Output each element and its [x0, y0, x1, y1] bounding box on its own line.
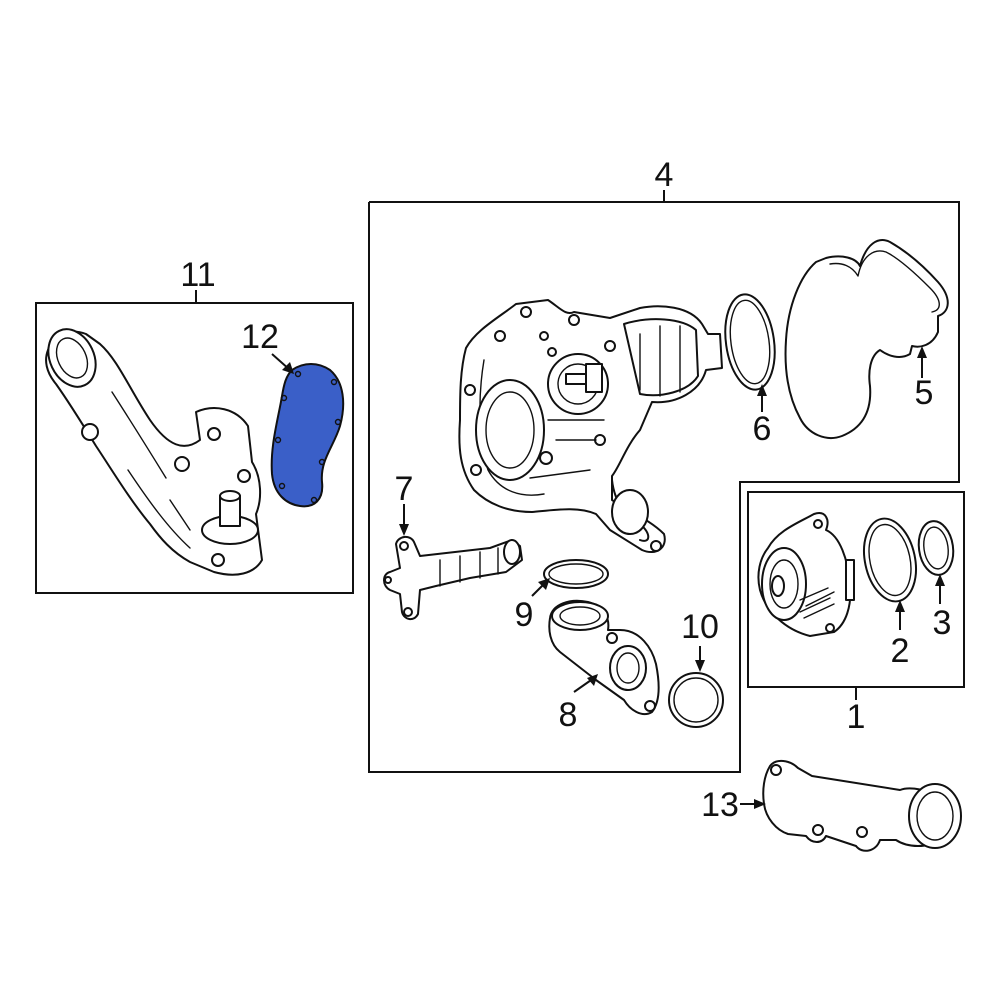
ring-part-3-inner: [923, 526, 949, 570]
pump-housing-part-11[interactable]: [39, 322, 263, 576]
callout-4: 4: [655, 156, 674, 194]
callout-12: 12: [241, 318, 279, 356]
callout-9: 9: [515, 596, 534, 634]
callout-6: 6: [753, 410, 772, 448]
callout-2: 2: [891, 632, 910, 670]
group-frame-11: [35, 302, 354, 594]
group-frame-4: [368, 201, 960, 773]
outlet-housing-part-8[interactable]: [548, 599, 660, 716]
gasket-part-5-inner: [829, 250, 940, 313]
callout-3: 3: [933, 604, 952, 642]
coolant-pipe-part-13[interactable]: [762, 760, 962, 852]
callout-labels: 1 2 3 4 5 6 7 8 9 10 11 12 13: [180, 156, 951, 824]
callout-11: 11: [180, 256, 215, 294]
o-ring-part-9[interactable]: [543, 559, 609, 589]
o-ring-part-9-inner: [548, 563, 604, 585]
o-ring-part-6[interactable]: [720, 291, 781, 393]
water-pump-part-1[interactable]: [757, 512, 855, 637]
callout-1: 1: [847, 698, 866, 736]
o-ring-part-6-inner: [729, 299, 771, 385]
ring-part-2[interactable]: [857, 514, 923, 607]
sensor-part-7[interactable]: [383, 536, 523, 620]
gasket-part-12[interactable]: [270, 363, 345, 508]
seal-ring-part-10-inner: [673, 677, 719, 723]
callout-7: 7: [395, 470, 414, 508]
gasket-bolt-holes: [274, 370, 342, 504]
callout-5: 5: [915, 374, 934, 412]
gasket-part-5[interactable]: [784, 239, 949, 439]
callout-10: 10: [681, 608, 719, 646]
callout-8: 8: [559, 696, 578, 734]
thermostat-housing-part-4[interactable]: [458, 299, 723, 553]
seal-ring-part-10[interactable]: [668, 672, 724, 728]
leader-lines: [195, 190, 945, 809]
ring-part-2-inner: [868, 523, 912, 597]
callout-13: 13: [701, 786, 739, 824]
